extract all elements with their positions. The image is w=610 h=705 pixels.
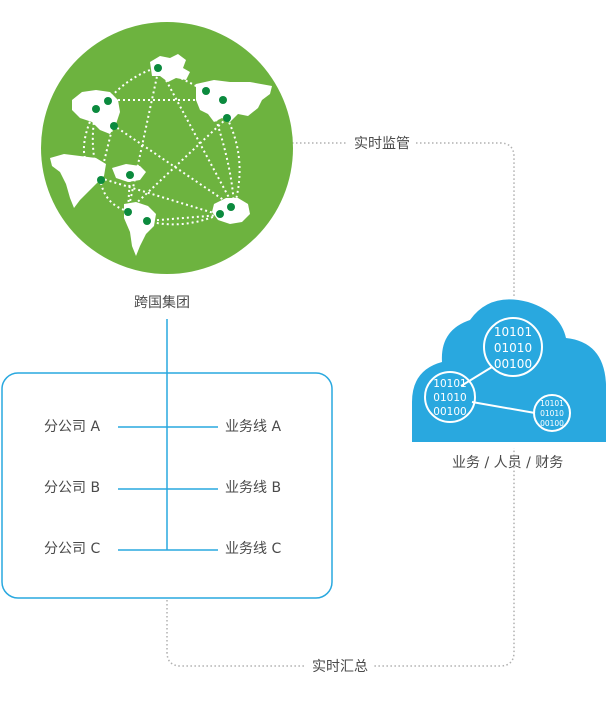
globe-label: 跨国集团 <box>134 295 190 311</box>
binary-medium-line2: 01010 <box>433 392 466 404</box>
north-america-shape <box>50 154 106 208</box>
binary-large-line2: 01010 <box>494 341 532 355</box>
binary-small-line2: 01010 <box>540 409 564 418</box>
europe-shape <box>150 54 190 82</box>
data-node-medium <box>424 371 476 423</box>
data-node-large <box>483 317 543 377</box>
network-lines <box>83 66 241 226</box>
data-node-small <box>533 394 571 432</box>
org-tree-lines <box>118 319 218 551</box>
branch-right-b: 业务线 B <box>225 480 282 496</box>
binary-large-line3: 00100 <box>494 357 532 371</box>
binary-small-line3: 00100 <box>540 419 564 428</box>
globe-icon <box>41 22 293 274</box>
branch-right-a: 业务线 A <box>225 419 282 435</box>
asia-shape <box>196 80 272 122</box>
branch-right-c: 业务线 C <box>225 541 282 557</box>
cloud-label: 业务 / 人员 / 财务 <box>452 455 564 471</box>
binary-medium-line1: 10101 <box>433 378 466 390</box>
summary-label: 实时汇总 <box>306 656 374 676</box>
south-america-shape <box>124 202 156 256</box>
binary-text: 10101 01010 00100 10101 01010 00100 1010… <box>433 325 564 428</box>
cloud-icon: 10101 01010 00100 10101 01010 00100 1010… <box>412 299 606 442</box>
cloud-link-2 <box>471 401 536 414</box>
binary-large-line1: 10101 <box>494 325 532 339</box>
cloud-link-1 <box>460 366 493 387</box>
summary-connector <box>166 448 515 667</box>
branch-left-a: 分公司 A <box>44 419 101 435</box>
binary-medium-line3: 00100 <box>433 406 466 418</box>
branch-left-b: 分公司 B <box>44 480 101 496</box>
branch-left-c: 分公司 C <box>44 541 101 557</box>
monitor-connector <box>292 142 515 298</box>
monitor-label: 实时监管 <box>348 133 416 153</box>
location-dots <box>92 64 235 225</box>
binary-small-line1: 10101 <box>540 399 564 408</box>
org-box-border <box>1 372 333 599</box>
